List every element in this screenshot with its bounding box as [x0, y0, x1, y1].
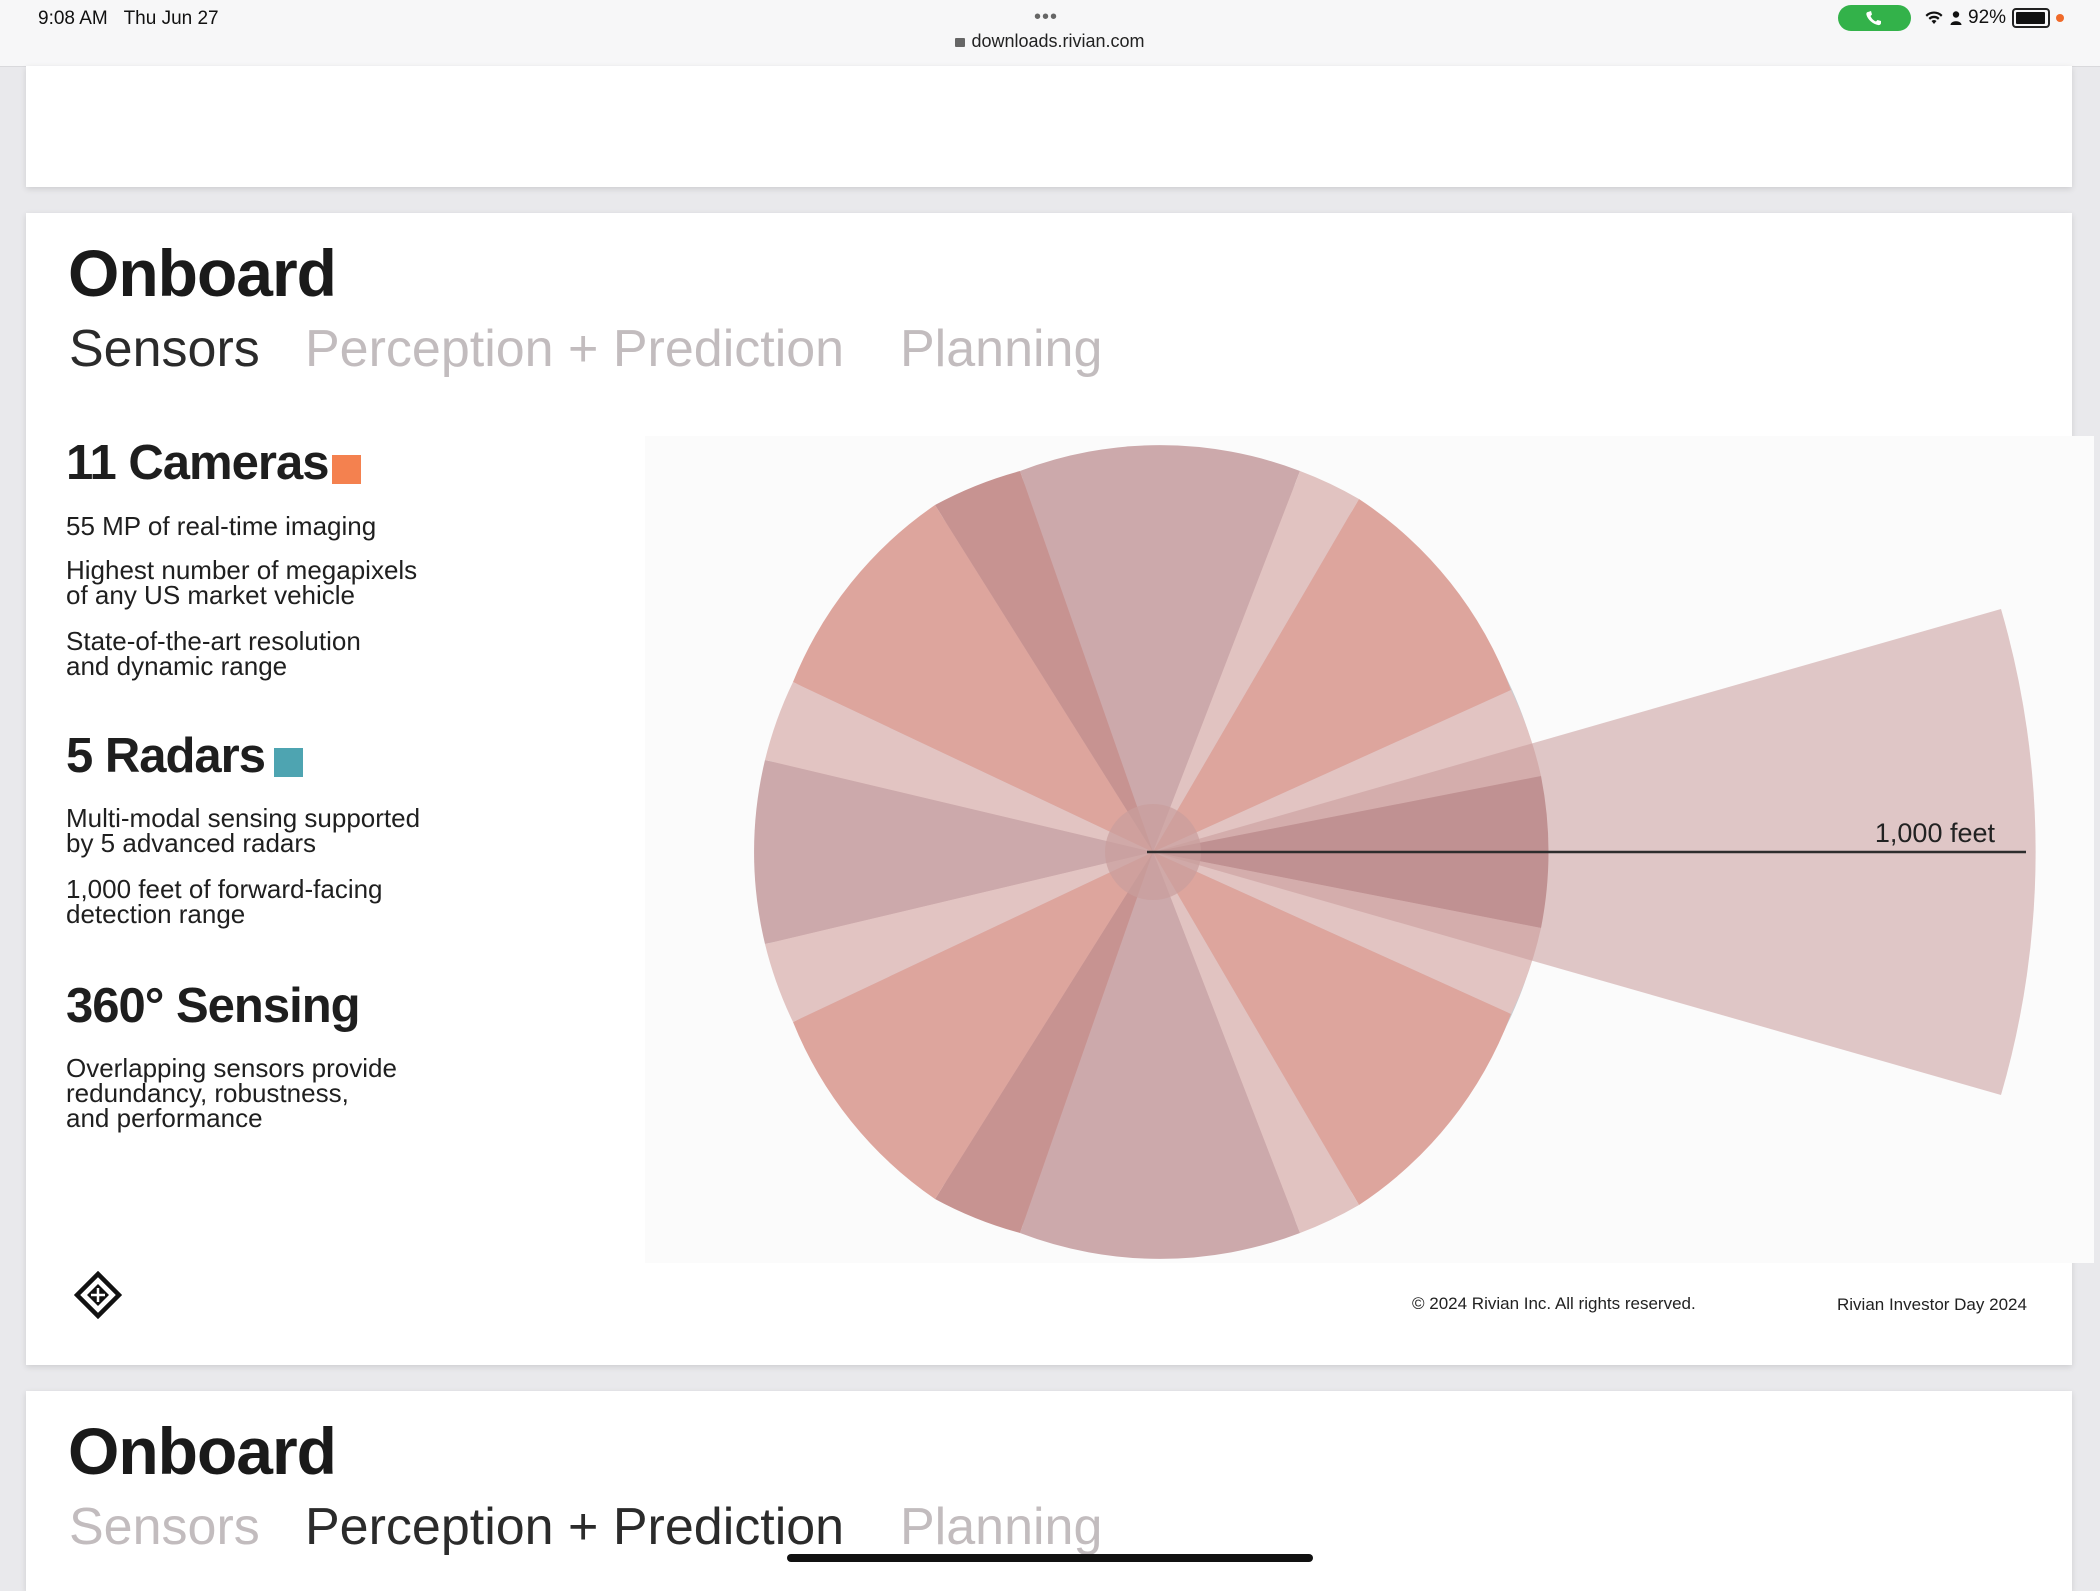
recording-dot-icon [2056, 14, 2065, 22]
event-name: Rivian Investor Day 2024 [1837, 1295, 2027, 1314]
active-call-pill[interactable] [1838, 5, 1911, 31]
camera-overlap-wedge [935, 471, 1153, 852]
battery-icon [2012, 8, 2051, 28]
sensing-fact-1: Overlapping sensors provide redundancy, … [66, 1053, 486, 1133]
sensing-heading: 360° Sensing [66, 979, 361, 1033]
previous-slide [26, 66, 2072, 187]
camera-fact-2: Highest number of megapixels of any US m… [66, 555, 486, 610]
camera-overlap-wedge [935, 852, 1153, 1233]
radar-legend-swatch [274, 748, 303, 777]
camera-overlap-wedge [1153, 852, 1359, 1233]
person-icon [1950, 11, 1962, 25]
sensing-fact-1-line-3: and performance [66, 1103, 263, 1133]
tab-sensors: Sensors [69, 320, 260, 378]
camera-fact-1: 55 MP of real-time imaging [66, 511, 486, 541]
front-camera-wedge [1020, 445, 1300, 852]
camera-legend-swatch [332, 455, 361, 484]
sensor-coverage-diagram: 1,000 feet [645, 436, 2094, 1263]
status-indicators: 92% [1924, 7, 2065, 29]
radar-fact-1: Multi-modal sensing supported by 5 advan… [66, 803, 486, 858]
camera-fact-3-line-2: and dynamic range [66, 651, 288, 681]
wifi-icon [1925, 11, 1943, 24]
camera-fact-3-line-1: State-of-the-art resolution [66, 626, 361, 656]
next-slide-title: Onboard [68, 1414, 337, 1488]
address-bar[interactable]: downloads.rivian.com [0, 31, 2100, 52]
cameras-heading: 11 Cameras [66, 436, 329, 490]
radar-fact-1-line-2: by 5 advanced radars [66, 828, 317, 858]
clock-date: Thu Jun 27 [123, 8, 219, 29]
camera-overlap-wedge [1153, 852, 1541, 1014]
next-tab-planning: Planning [900, 1498, 1103, 1556]
next-tab-sensors: Sensors [69, 1498, 260, 1556]
more-dots-icon[interactable]: ••• [1034, 6, 1059, 28]
tab-planning: Planning [900, 320, 1103, 378]
front-right-camera-wedge [1153, 499, 1511, 852]
url-text: downloads.rivian.com [971, 31, 1145, 51]
camera-fact-2-line-2: of any US market vehicle [66, 580, 356, 610]
camera-overlap-wedge [1153, 690, 1541, 852]
battery-percent: 92% [1968, 7, 2007, 28]
left-camera-wedge [754, 760, 1153, 944]
camera-overlap-wedge [1153, 471, 1359, 852]
front-left-camera-wedge [793, 505, 1153, 852]
sensing-fact-1-line-2: redundancy, robustness, [66, 1078, 349, 1108]
tab-perception-prediction: Perception + Prediction [305, 320, 845, 378]
slide-onboard-sensors: Onboard Sensors Perception + Prediction … [26, 213, 2094, 1365]
phone-icon [1866, 11, 1881, 26]
radar-fact-2-line-2: detection range [66, 899, 246, 929]
camera-fact-3: State-of-the-art resolution and dynamic … [66, 626, 486, 681]
clock-time: 9:08 AM [38, 8, 108, 29]
radar-fact-2: 1,000 feet of forward-facing detection r… [66, 874, 486, 929]
home-indicator[interactable] [787, 1554, 1313, 1562]
lock-icon [955, 38, 966, 47]
radars-heading: 5 Radars [66, 729, 266, 783]
radar-fact-1-line-1: Multi-modal sensing supported [66, 803, 421, 833]
rear-left-camera-wedge [793, 852, 1153, 1199]
rear-right-camera-wedge [1153, 852, 1511, 1205]
camera-overlap-wedge [765, 682, 1153, 852]
next-tab-perception-prediction: Perception + Prediction [305, 1498, 845, 1556]
copyright-text: © 2024 Rivian Inc. All rights reserved. [1412, 1294, 1696, 1313]
rivian-logo-icon [74, 1271, 122, 1319]
sensing-fact-1-line-1: Overlapping sensors provide [66, 1053, 397, 1083]
status-time: 9:08 AM Thu Jun 27 [38, 8, 219, 30]
range-label: 1,000 feet [1875, 818, 1996, 848]
radar-fact-2-line-1: 1,000 feet of forward-facing [66, 874, 383, 904]
camera-fact-1-line-1: 55 MP of real-time imaging [66, 511, 377, 541]
status-bar: 9:08 AM Thu Jun 27 ••• downloads.rivian.… [0, 0, 2100, 67]
camera-fact-2-line-1: Highest number of megapixels [66, 555, 418, 585]
camera-overlap-wedge [765, 852, 1153, 1022]
slide-title: Onboard [68, 236, 337, 310]
rear-camera-wedge [1020, 852, 1300, 1259]
